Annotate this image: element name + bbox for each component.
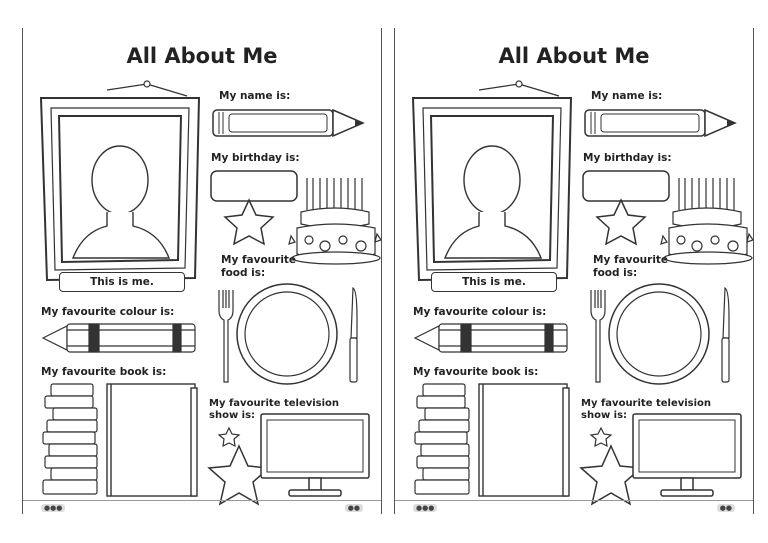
plate-icon xyxy=(608,283,710,385)
birthday-cake-icon xyxy=(660,178,753,265)
food-label-line1: My favourite xyxy=(593,254,669,266)
page-title: All About Me xyxy=(126,44,278,68)
worksheet-page-left: All About Me xyxy=(22,28,382,514)
star-icon xyxy=(217,426,241,448)
photo-caption: This is me. xyxy=(431,272,557,292)
food-label-line1: My favourite xyxy=(221,254,297,266)
tv-label-line2: show is: xyxy=(209,410,256,421)
knife-icon xyxy=(349,287,358,383)
star-icon xyxy=(579,444,643,506)
name-label: My name is: xyxy=(591,90,663,102)
birthday-cake-icon xyxy=(288,178,381,265)
food-label-line2: food is: xyxy=(593,267,638,279)
book-stack-icon xyxy=(414,383,470,495)
worksheet-page-right: All About Me xyxy=(394,28,754,514)
birthday-label: My birthday is: xyxy=(211,152,300,164)
knife-icon xyxy=(721,287,730,383)
pencil-icon xyxy=(212,108,365,138)
star-icon xyxy=(207,444,271,506)
person-silhouette-icon xyxy=(443,145,543,259)
book-label: My favourite book is: xyxy=(413,366,539,378)
star-icon xyxy=(223,198,275,246)
fork-icon xyxy=(590,290,606,383)
person-silhouette-icon xyxy=(71,145,171,259)
birthday-box xyxy=(210,170,298,202)
colour-label: My favourite colour is: xyxy=(41,306,175,318)
birthday-box xyxy=(582,170,670,202)
page-footer: ●●● ●● xyxy=(395,500,753,514)
book-icon xyxy=(106,383,198,497)
logo-icon: ●● xyxy=(344,504,363,512)
worksheet-illustrations xyxy=(39,80,381,506)
book-icon xyxy=(478,383,570,497)
name-label: My name is: xyxy=(219,90,291,102)
crayon-icon xyxy=(41,323,196,353)
photo-caption: This is me. xyxy=(59,272,185,292)
tv-label-line1: My favourite television xyxy=(581,398,712,409)
television-icon xyxy=(632,413,742,497)
star-icon xyxy=(589,426,613,448)
worksheet-illustrations xyxy=(411,80,753,506)
food-label-line2: food is: xyxy=(221,267,266,279)
page-title: All About Me xyxy=(498,44,650,68)
tv-label-line2: show is: xyxy=(581,410,628,421)
colour-label: My favourite colour is: xyxy=(413,306,547,318)
fork-icon xyxy=(218,290,234,383)
book-label: My favourite book is: xyxy=(41,366,167,378)
pencil-icon xyxy=(584,108,737,138)
plate-icon xyxy=(236,283,338,385)
crayon-icon xyxy=(413,323,568,353)
logo-icon: ●●● xyxy=(413,504,438,512)
logo-icon: ●●● xyxy=(41,504,66,512)
birthday-label: My birthday is: xyxy=(583,152,672,164)
page-footer: ●●● ●● xyxy=(23,500,381,514)
tv-label-line1: My favourite television xyxy=(209,398,340,409)
star-icon xyxy=(595,198,647,246)
book-stack-icon xyxy=(42,383,98,495)
logo-icon: ●● xyxy=(716,504,735,512)
television-icon xyxy=(260,413,370,497)
